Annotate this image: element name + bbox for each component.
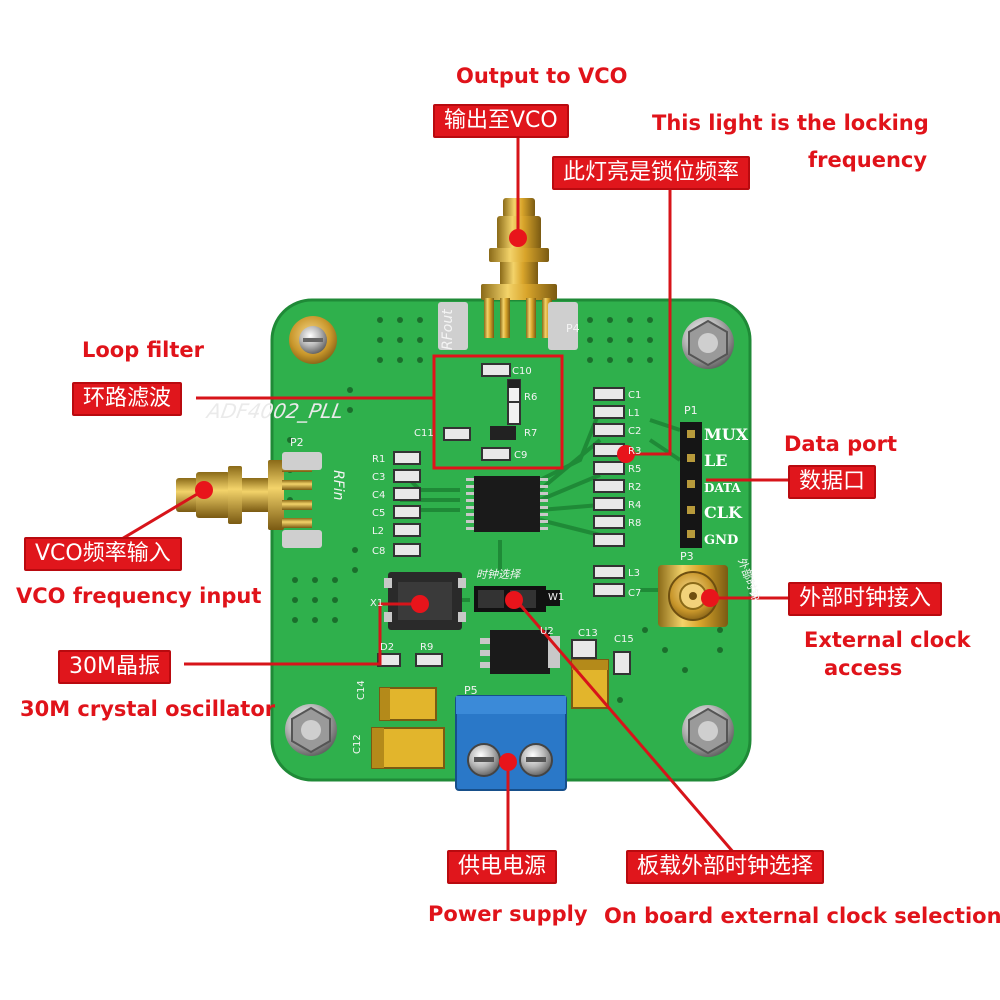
label-data-port-cn: 数据口 <box>788 465 877 499</box>
silk-p4: P4 <box>566 322 580 335</box>
label-lock-light-en-line2: frequency <box>808 148 928 172</box>
callout-lines <box>119 136 790 861</box>
label-ext-clock-en-line1: External clock <box>804 628 971 652</box>
label-lock-light-cn: 此灯亮是锁位频率 <box>552 156 751 190</box>
label-output-to-vco-en: Output to VCO <box>456 64 628 88</box>
silk-right-ref: L3 <box>628 568 640 579</box>
silk-rfout: RFout <box>440 309 456 350</box>
silk-c13: C13 <box>578 628 598 639</box>
label-vco-input-en: VCO frequency input <box>16 584 262 608</box>
mounting-screw-tr <box>682 317 734 369</box>
left-smd-parts <box>393 451 421 557</box>
silk-left-ref: C5 <box>372 508 385 519</box>
silk-c12: C12 <box>352 734 363 754</box>
loop-filter-highlight <box>432 354 564 470</box>
label-loop-filter-cn: 环路滤波 <box>72 382 183 416</box>
silk-c15: C15 <box>614 634 634 645</box>
label-output-to-vco-cn: 输出至VCO <box>433 104 569 138</box>
silk-r9: R9 <box>420 642 433 653</box>
mounting-screw-br <box>682 705 734 757</box>
silk-left-ref: R1 <box>372 454 385 465</box>
pin-label-mux: MUX <box>704 425 749 444</box>
silk-w1: W1 <box>548 592 564 603</box>
right-smd-parts <box>593 387 625 597</box>
loop-filter-components <box>443 363 521 461</box>
silk-right-ref: R5 <box>628 464 641 475</box>
silk-left-ref: C8 <box>372 546 385 557</box>
marker-dots <box>195 229 719 771</box>
mounting-screw-tl <box>289 316 337 364</box>
label-power-en: Power supply <box>428 902 588 926</box>
silk-c14: C14 <box>356 680 367 700</box>
silk-c9: C9 <box>514 450 527 461</box>
rf-input-sma-connector <box>176 452 322 548</box>
silk-jumper-label: 时钟选择 <box>476 568 522 581</box>
label-loop-filter-en: Loop filter <box>82 338 204 362</box>
label-ext-clock-cn: 外部时钟接入 <box>788 582 943 616</box>
label-crystal-cn: 30M晶振 <box>58 650 171 684</box>
silk-x1: X1 <box>370 598 383 609</box>
voltage-regulator <box>480 630 560 674</box>
silk-right-ref: R2 <box>628 482 641 493</box>
label-data-port-en: Data port <box>784 432 897 456</box>
silk-left-ref: C4 <box>372 490 385 501</box>
silk-right-ref: R3 <box>628 446 641 457</box>
pin-label-le: LE <box>704 451 727 470</box>
silk-left-ref: L2 <box>372 526 384 537</box>
silk-rfin: RFin <box>330 470 346 501</box>
pin-label-data: DATA <box>704 481 741 495</box>
silk-r6: R6 <box>524 392 537 403</box>
silk-right-ref: L1 <box>628 408 640 419</box>
power-screw-terminal <box>455 695 567 791</box>
pin-label-gnd: GND <box>704 533 738 548</box>
silk-right-ref: C2 <box>628 426 641 437</box>
label-clock-select-en: On board external clock selection <box>604 904 1000 928</box>
silk-d2: D2 <box>380 642 394 653</box>
pin-label-clk: CLK <box>704 503 743 522</box>
label-vco-input-cn: VCO频率输入 <box>24 537 182 571</box>
silk-u2: U2 <box>540 626 554 637</box>
silk-right-ref: C1 <box>628 390 641 401</box>
label-ext-clock-en-line2: access <box>824 656 903 680</box>
silk-title: ADF4002_PLL <box>203 399 345 423</box>
silk-right-ref: R8 <box>628 518 641 529</box>
silk-p5: P5 <box>464 684 478 697</box>
label-power-cn: 供电电源 <box>447 850 558 884</box>
silk-c10: C10 <box>512 366 532 377</box>
silk-right-ref: R4 <box>628 500 641 511</box>
silk-left-ref: C3 <box>372 472 385 483</box>
silk-p2: P2 <box>290 436 304 449</box>
pll-chip <box>466 476 548 532</box>
data-pin-header <box>680 422 702 548</box>
silk-right-ref: C7 <box>628 588 641 599</box>
mounting-screw-bl <box>285 704 337 756</box>
label-crystal-en: 30M crystal oscillator <box>20 697 276 721</box>
label-lock-light-en-line1: This light is the locking <box>652 111 929 135</box>
silk-r7: R7 <box>524 428 537 439</box>
label-clock-select-cn: 板载外部时钟选择 <box>626 850 825 884</box>
silk-p3: P3 <box>680 550 694 563</box>
silk-p1: P1 <box>684 404 698 417</box>
silk-c11: C11 <box>414 428 434 439</box>
rf-output-sma-connector <box>438 198 578 350</box>
